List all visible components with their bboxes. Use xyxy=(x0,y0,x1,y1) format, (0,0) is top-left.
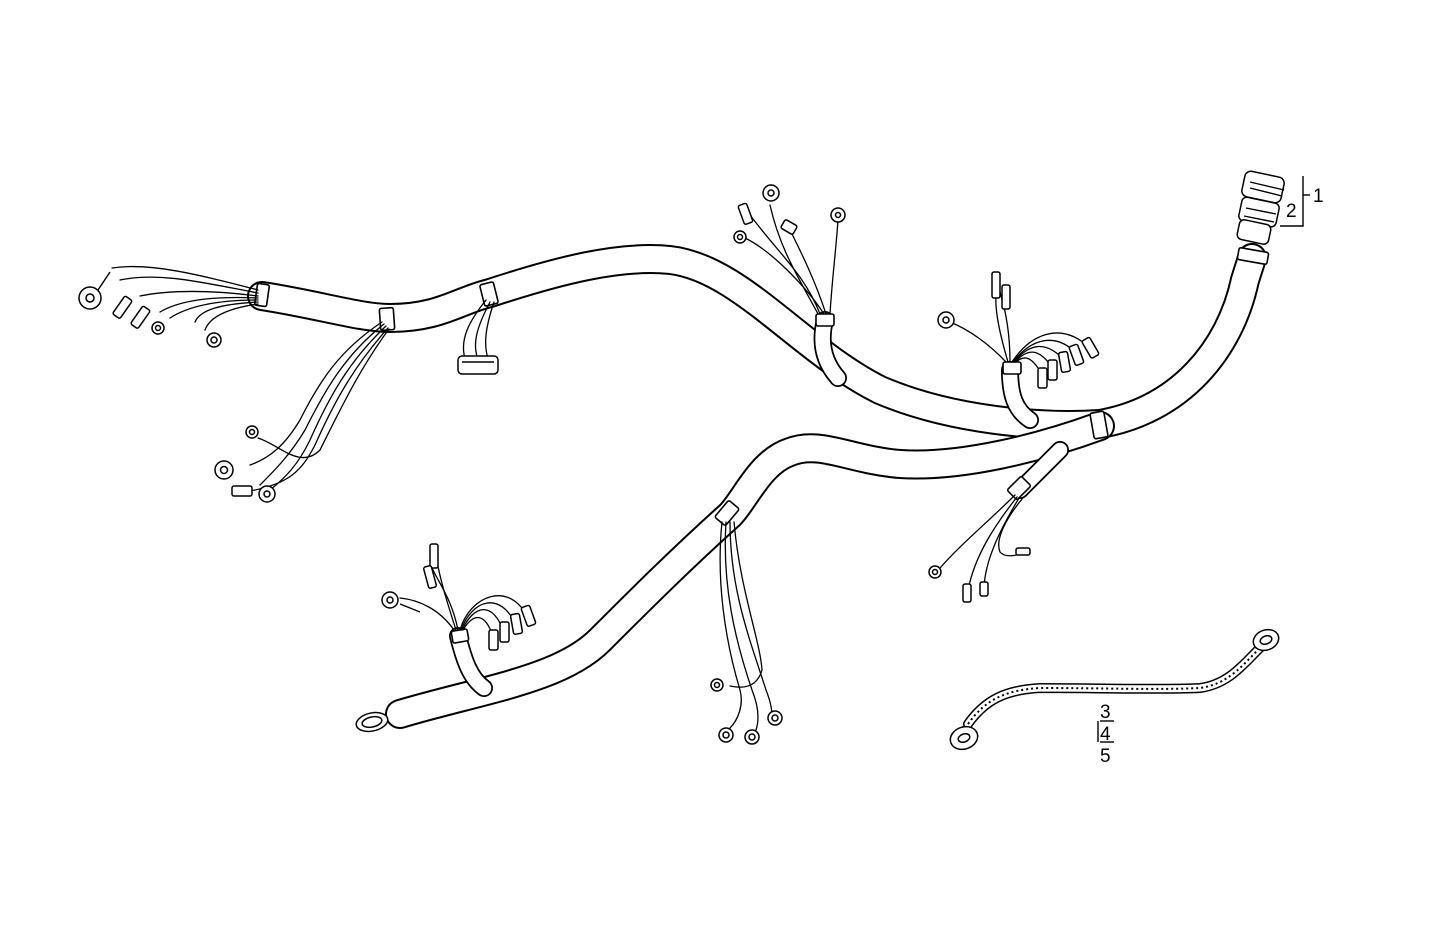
callout-1: 1 xyxy=(1313,186,1324,207)
tape-bands xyxy=(253,247,1270,644)
harness-branches xyxy=(449,311,1069,697)
spade-terminal-icon xyxy=(231,485,253,497)
callout-leaders xyxy=(1097,176,1310,743)
breakout-bottom-left xyxy=(381,543,537,651)
breakout-bottom-middle xyxy=(710,521,783,745)
loop-clip xyxy=(457,299,499,375)
spade-terminal-icon xyxy=(112,295,133,319)
harness-trunk xyxy=(247,243,1267,729)
breakout-left-lower xyxy=(214,321,390,503)
callout-4: 4 xyxy=(1100,724,1111,745)
breakout-right-lower xyxy=(928,494,1031,603)
spade-terminal-icon xyxy=(737,202,754,225)
spade-terminal-icon xyxy=(991,271,1001,299)
spade-terminal-icon xyxy=(429,543,439,569)
callout-2: 2 xyxy=(1286,201,1297,222)
breakout-top-middle xyxy=(733,184,846,315)
ground-strap-icon xyxy=(949,628,1280,751)
oval-end-cap xyxy=(355,711,389,733)
callout-3: 3 xyxy=(1100,702,1111,723)
breakout-right-upper xyxy=(937,271,1100,389)
breakout-left-end xyxy=(78,265,259,348)
round-connector-icon xyxy=(1236,170,1285,245)
callout-5: 5 xyxy=(1100,746,1111,767)
